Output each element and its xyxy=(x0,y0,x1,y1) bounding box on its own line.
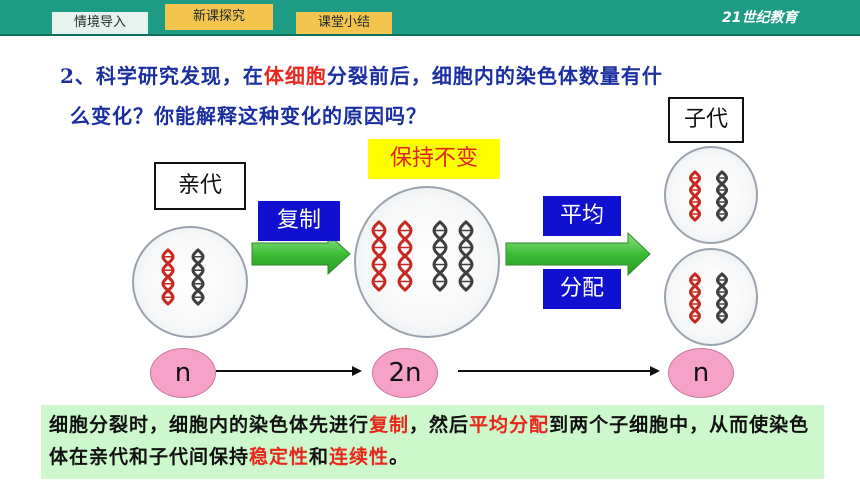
tab-explore-label: 新课探究 xyxy=(192,9,245,24)
question-line-2: 么变化？你能解释这种变化的原因吗？ xyxy=(70,104,427,128)
child-label: 子代 xyxy=(668,97,744,143)
chromosome-parent-dark xyxy=(191,248,205,306)
child-label-text: 子代 xyxy=(683,107,728,132)
replicate-arrow xyxy=(251,232,351,276)
split-label-bottom: 分配 xyxy=(543,269,621,309)
parent-cell xyxy=(132,226,248,338)
brand-name: 21世纪教育 xyxy=(722,10,798,26)
parent-count: n xyxy=(150,348,216,398)
replicate-label-text: 复制 xyxy=(276,208,321,233)
question-line-1: 2、科学研究发现，在体细胞分裂前后，细胞内的染色体数量有什 xyxy=(60,56,840,96)
chromosome-middle-red-2 xyxy=(397,220,413,292)
chromosome-middle-red-1 xyxy=(371,220,387,292)
count-arrow-head-2 xyxy=(650,366,660,376)
tab-explore[interactable]: 新课探究 xyxy=(165,4,273,30)
chromosome-middle-dark-2 xyxy=(458,220,474,292)
summary-part-1: 细胞分裂时，细胞内的染色体先进行 xyxy=(49,414,370,436)
child-count: n xyxy=(668,348,734,398)
count-arrow-head-1 xyxy=(352,366,362,376)
chromosome-child-top-dark xyxy=(715,170,729,222)
parent-label: 亲代 xyxy=(154,162,246,210)
question-highlight: 体细胞 xyxy=(263,64,327,88)
replicate-label: 复制 xyxy=(258,201,340,241)
child-cell-top xyxy=(664,146,758,244)
summary-box: 细胞分裂时，细胞内的染色体先进行复制，然后平均分配到两个子细胞中，从而使染色体在… xyxy=(41,405,824,479)
brand-logo: 21世纪教育 xyxy=(722,7,848,29)
tab-summary[interactable]: 课堂小结 xyxy=(296,12,392,34)
split-label-top: 平均 xyxy=(543,196,621,236)
summary-part-5: 。 xyxy=(389,446,410,468)
middle-count-text: 2n xyxy=(388,358,422,388)
child-count-text: n xyxy=(692,358,710,388)
middle-count: 2n xyxy=(372,348,438,398)
summary-split: 平均分配 xyxy=(469,414,550,436)
question-line-1-post: 分裂前后，细胞内的染色体数量有什 xyxy=(326,64,663,88)
parent-label-text: 亲代 xyxy=(177,173,222,198)
unchanged-label-text: 保持不变 xyxy=(389,146,478,171)
parent-count-text: n xyxy=(174,358,192,388)
chromosome-child-bottom-red xyxy=(688,272,702,324)
header-underline xyxy=(0,34,860,36)
chromosome-child-top-red xyxy=(688,170,702,222)
summary-part-3: 到两个子细胞中，从而使染色体在亲代和子代间保持 xyxy=(49,414,810,468)
question-line-1-pre: 2、科学研究发现，在 xyxy=(60,64,264,88)
chromosome-parent-red xyxy=(161,248,175,306)
unchanged-label: 保持不变 xyxy=(368,139,500,179)
summary-part-4: 和 xyxy=(309,446,330,468)
chromosome-middle-dark-1 xyxy=(432,220,448,292)
summary-part-2: ，然后 xyxy=(409,414,470,436)
tab-intro-label: 情境导入 xyxy=(73,15,126,30)
summary-replicate: 复制 xyxy=(369,414,410,436)
summary-stability: 稳定性 xyxy=(249,446,310,468)
replicated-cell xyxy=(354,186,500,338)
question-block: 2、科学研究发现，在体细胞分裂前后，细胞内的染色体数量有什 么变化？你能解释这种… xyxy=(60,56,840,136)
tab-intro[interactable]: 情境导入 xyxy=(52,12,148,34)
split-label-top-text: 平均 xyxy=(559,203,604,228)
split-arrow xyxy=(505,231,651,277)
split-label-bottom-text: 分配 xyxy=(559,276,604,301)
tab-summary-label: 课堂小结 xyxy=(317,15,370,30)
summary-continuity: 连续性 xyxy=(329,446,390,468)
chromosome-child-bottom-dark xyxy=(715,272,729,324)
child-cell-bottom xyxy=(664,248,758,346)
